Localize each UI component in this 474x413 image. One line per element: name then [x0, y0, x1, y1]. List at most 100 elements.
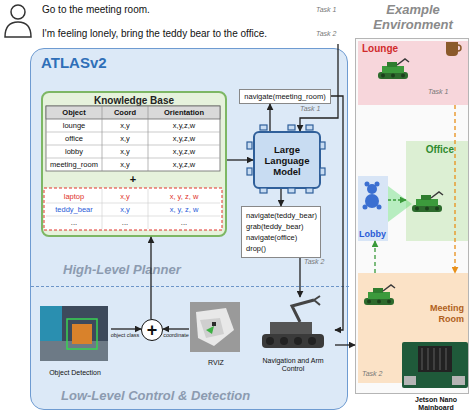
connector-arrow: [111, 328, 141, 329]
node-text: Object Detection: [49, 369, 101, 377]
node-text: Large Language Model: [257, 144, 317, 177]
node-text: Low-Level Control & Detection: [61, 388, 250, 403]
svg-rect: [402, 342, 468, 388]
command-box: navigate(teddy_bear)grab(teddy_bear)navi…: [241, 206, 321, 258]
svg-use: [378, 59, 409, 79]
room-zone: Lobby: [358, 176, 388, 241]
room-zone: Office: [406, 141, 468, 241]
svg-rect: [306, 188, 313, 193]
task-tag: Task 2: [316, 30, 346, 37]
svg-rect: [247, 168, 252, 175]
room-zone: Meeting Room: [358, 273, 468, 383]
svg-rect: [46, 106, 220, 171]
svg-rect: [404, 376, 416, 385]
svg-line: [421, 348, 422, 370]
svg-path: [292, 300, 314, 322]
svg-rect: [72, 324, 92, 344]
svg-line: [439, 348, 440, 370]
room-zone: Lounge: [358, 41, 468, 105]
svg-rect: [247, 142, 252, 149]
teddy-bear: [363, 182, 382, 210]
svg-rect: [40, 341, 108, 361]
node-text: navigate(meeting_room): [244, 92, 325, 101]
node-text: High-Level Planner: [63, 262, 181, 277]
combine-node: +: [141, 319, 163, 341]
connector-arrow: [454, 105, 455, 273]
svg-rect: [270, 322, 312, 334]
connector-arrow: [331, 96, 343, 330]
svg-path: [5, 22, 31, 37]
svg-rect: [418, 346, 452, 372]
svg-circle: [375, 182, 380, 187]
svg-rect: [212, 322, 216, 326]
svg-line: [148, 189, 149, 229]
svg-rect: [288, 188, 295, 193]
svg-rect: [190, 302, 240, 352]
svg-line: [148, 106, 149, 171]
svg-rect: [260, 188, 267, 193]
svg-rect: [44, 188, 222, 230]
connector-arrow: [374, 241, 375, 273]
svg-circle: [11, 5, 25, 19]
svg-path: [388, 186, 412, 222]
user-icon: [5, 5, 31, 37]
connector-arrow: [163, 328, 189, 329]
image-panel: RVIZ: [189, 301, 243, 367]
task-tag: Task 1: [316, 6, 346, 13]
knowledge-base: Knowledge Base: [41, 91, 227, 237]
node-text: ATLASv2: [41, 54, 107, 71]
svg-circle: [365, 194, 379, 208]
connector-arrow: [299, 258, 300, 297]
svg-line: [102, 106, 103, 171]
svg-line: [427, 348, 428, 370]
image-panel: Jetson Nano Mainboard: [400, 340, 472, 412]
svg-circle: [363, 205, 368, 210]
svg-circle: [280, 337, 288, 345]
svg-circle: [266, 337, 274, 345]
svg-use: [364, 285, 395, 305]
planner-band: High-Level Planner Knowledge BaseLarge La…: [31, 49, 349, 287]
node-text: Lobby: [359, 229, 386, 239]
connector-arrow: [388, 199, 406, 200]
svg-path: [200, 318, 224, 338]
node-text: Example Environment: [353, 2, 473, 32]
svg-rect: [452, 376, 465, 385]
jetson-image: [402, 342, 468, 388]
svg-line: [46, 203, 220, 204]
node-text: I'm feeling lonely, bring the teddy bear…: [42, 28, 267, 40]
svg-path: [196, 308, 234, 346]
svg-rect: [40, 306, 108, 361]
svg-rect: [306, 125, 313, 130]
node-text: Knowledge Base: [94, 95, 174, 106]
svg-rect: [288, 125, 295, 130]
svg-line: [102, 189, 103, 229]
node-text: Lounge: [362, 43, 398, 54]
node-text: +: [147, 321, 158, 339]
node-text: navigate(office): [246, 232, 297, 243]
connector-arrow: [150, 237, 151, 319]
svg-line: [46, 132, 220, 133]
svg-rect: [262, 334, 324, 348]
connector-arrow: [300, 44, 338, 131]
rviz-image: [190, 302, 240, 352]
svg-path: [206, 326, 214, 334]
svg-line: [433, 348, 434, 370]
image-panel: Navigation and Arm Control: [251, 297, 335, 373]
system-container: ATLASv2High-Level Planner Knowledge BaseL…: [30, 48, 348, 410]
connector-arrow: [227, 159, 253, 160]
node-text: Jetson Nano Mainboard: [400, 396, 472, 412]
svg-line: [46, 158, 220, 159]
svg-circle: [294, 337, 302, 345]
svg-path: [314, 296, 320, 305]
control-band: Low-Level Control & Detection Object Dete…: [31, 288, 349, 411]
command-box: navigate(meeting_room): [239, 89, 331, 104]
image-panel: Object Detection: [39, 305, 111, 377]
svg-path: [446, 42, 458, 56]
svg-rect: [260, 125, 267, 130]
svg-rect: [320, 142, 325, 149]
connector-arrow: [335, 344, 355, 345]
llm-box: Large Language Model: [253, 131, 321, 189]
node-text: Meeting Room: [412, 303, 464, 325]
environment-panel: Example EnvironmentLoungeOfficeLobbyMeet…: [355, 38, 469, 394]
